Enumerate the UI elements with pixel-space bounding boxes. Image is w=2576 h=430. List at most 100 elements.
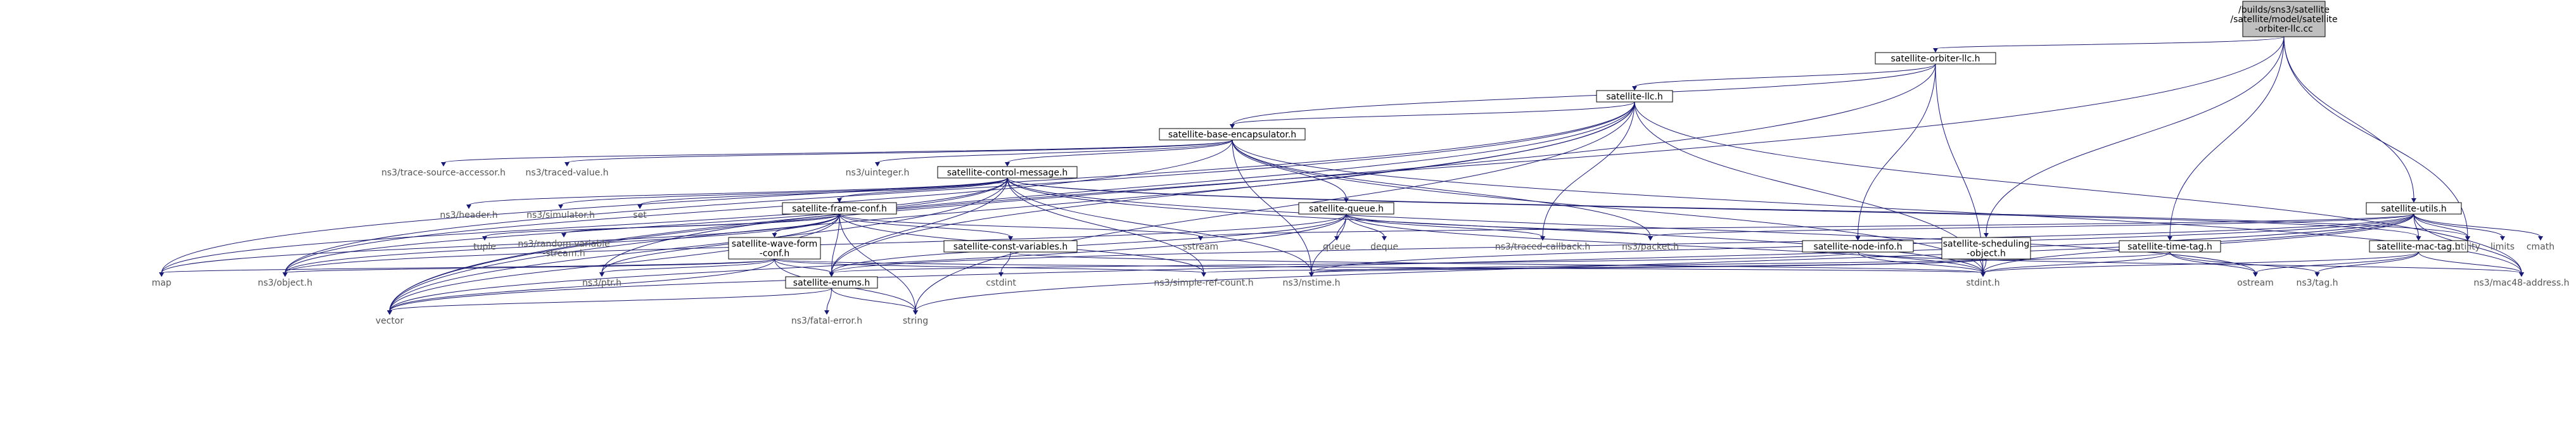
edge-arrowhead bbox=[1540, 236, 1545, 241]
edge-enums_h-to-string bbox=[831, 288, 916, 312]
edge-utils_h-to-limits bbox=[2413, 213, 2503, 237]
node-mac_tag_h[interactable]: satellite-mac-tag.h bbox=[2369, 240, 2468, 253]
edge-root-to-sched_obj_h bbox=[1986, 36, 2285, 234]
node-frame_conf_h[interactable]: satellite-frame-conf.h bbox=[782, 202, 897, 215]
edge-root-to-vector bbox=[389, 36, 2285, 312]
edge-orbiter_llc_h-to-vector bbox=[389, 63, 1936, 312]
edge-control_msg_h-to-stdint bbox=[1007, 177, 1984, 274]
node-label: ns3/packet.h bbox=[1622, 242, 1679, 252]
edge-queue_h-to-traced_cb bbox=[1346, 213, 1543, 237]
node-label: ostream bbox=[2237, 278, 2274, 288]
edge-orbiter_llc_h-to-node_info_h bbox=[1858, 63, 1936, 237]
node-packet: ns3/packet.h bbox=[1622, 242, 1679, 252]
node-cmath: cmath bbox=[2527, 242, 2554, 252]
edge-arrowhead bbox=[2253, 272, 2258, 277]
node-header: ns3/header.h bbox=[440, 210, 497, 220]
node-llc_h[interactable]: satellite-llc.h bbox=[1596, 90, 1673, 103]
edge-arrowhead bbox=[561, 233, 566, 237]
node-queue_h[interactable]: satellite-queue.h bbox=[1298, 202, 1394, 215]
node-label: satellite-scheduling bbox=[1943, 239, 2030, 250]
node-label: satellite-mac-tag.h bbox=[2376, 242, 2460, 252]
edge-frame_conf_h-to-const_vars_h bbox=[839, 213, 1011, 237]
node-label: satellite-llc.h bbox=[1606, 92, 1663, 102]
edge-arrowhead bbox=[1933, 48, 1938, 53]
node-label: satellite-time-tag.h bbox=[2127, 242, 2212, 252]
node-const_vars_h[interactable]: satellite-const-variables.h bbox=[943, 240, 1078, 253]
edge-arrowhead bbox=[2167, 236, 2172, 241]
edge-base_encap_h-to-packet bbox=[1232, 139, 1651, 237]
edge-utils_h-to-string bbox=[915, 213, 2414, 312]
node-wave_form_h[interactable]: satellite-wave-form-conf.h bbox=[728, 237, 821, 260]
node-label: satellite-control-message.h bbox=[947, 168, 1068, 178]
node-control_msg_h[interactable]: satellite-control-message.h bbox=[937, 166, 1078, 179]
node-label: sstream bbox=[1183, 242, 1218, 252]
node-label: satellite-base-encapsulator.h bbox=[1168, 130, 1296, 140]
edge-node_info_h-to-stdint bbox=[1858, 251, 1984, 274]
node-utility: utility bbox=[2455, 242, 2480, 252]
edge-control_msg_h-to-object bbox=[284, 177, 1008, 274]
node-queue: queue bbox=[1323, 242, 1351, 252]
edge-control_msg_h-to-set bbox=[639, 177, 1008, 206]
edge-orbiter_llc_h-to-llc_h bbox=[1634, 63, 1936, 87]
edge-utils_h-to-vector bbox=[389, 213, 2414, 312]
edge-arrowhead bbox=[2519, 272, 2524, 277]
edge-mac_tag_h-to-mac48 bbox=[2418, 251, 2522, 274]
node-label: map bbox=[151, 278, 171, 288]
node-box bbox=[943, 240, 1078, 253]
edge-frame_conf_h-to-enums_h bbox=[831, 213, 840, 274]
node-label: ns3/uinteger.h bbox=[846, 168, 910, 178]
edge-base_encap_h-to-nstime bbox=[1232, 139, 1312, 274]
edge-mac_tag_h-to-tag bbox=[2317, 251, 2419, 274]
node-base_encap_h[interactable]: satellite-base-encapsulator.h bbox=[1159, 128, 1306, 141]
edge-queue_h-to-deque bbox=[1346, 213, 1385, 237]
node-box bbox=[2369, 240, 2468, 253]
node-label: string bbox=[903, 316, 928, 326]
node-ostream: ostream bbox=[2237, 278, 2274, 288]
node-simulator: ns3/simulator.h bbox=[526, 210, 595, 220]
node-utils_h[interactable]: satellite-utils.h bbox=[2366, 202, 2462, 215]
edge-base_encap_h-to-stdint bbox=[1232, 139, 1984, 274]
edge-arrowhead bbox=[1230, 124, 1235, 129]
edge-llc_h-to-string bbox=[915, 101, 1635, 312]
node-label: queue bbox=[1323, 242, 1351, 252]
node-mac48: ns3/mac48-address.h bbox=[2474, 278, 2570, 288]
node-label: /builds/sns3/satellite bbox=[2238, 5, 2330, 15]
node-enums_h[interactable]: satellite-enums.h bbox=[785, 276, 878, 289]
edge-root-to-utility bbox=[2283, 36, 2468, 237]
edge-arrowhead bbox=[1984, 233, 1989, 237]
edge-frame_conf_h-to-sstream bbox=[839, 213, 1201, 237]
node-box bbox=[728, 237, 821, 260]
edge-control_msg_h-to-simple_ref bbox=[1007, 177, 1204, 274]
node-sched_obj_h[interactable]: satellite-scheduling-object.h bbox=[1941, 237, 2031, 260]
edge-base_encap_h-to-uinteger bbox=[877, 139, 1233, 163]
edge-arrowhead bbox=[2465, 236, 2470, 241]
edge-sched_obj_h-to-nstime bbox=[1311, 258, 1987, 274]
edge-root-to-utils_h bbox=[2283, 36, 2414, 199]
node-box bbox=[1875, 52, 1996, 65]
node-box bbox=[2119, 240, 2221, 253]
edge-arrowhead bbox=[1201, 272, 1206, 277]
edge-arrowhead bbox=[466, 205, 471, 209]
node-box bbox=[1298, 202, 1394, 215]
node-node_info_h[interactable]: satellite-node-info.h bbox=[1802, 240, 1914, 253]
node-time_tag_h[interactable]: satellite-time-tag.h bbox=[2119, 240, 2221, 253]
node-label: ns3/simple-ref-count.h bbox=[1154, 278, 1253, 288]
node-limits: limits bbox=[2490, 242, 2515, 252]
node-label: satellite-queue.h bbox=[1309, 204, 1384, 214]
edge-base_encap_h-to-control_msg_h bbox=[1007, 139, 1233, 163]
edge-time_tag_h-to-tag bbox=[2169, 251, 2318, 274]
node-tuple: tuple bbox=[473, 242, 496, 252]
node-orbiter_llc_h[interactable]: satellite-orbiter-llc.h bbox=[1875, 52, 1996, 65]
node-label: ns3/random-variable bbox=[518, 239, 609, 250]
edge-wave_form_h-to-object bbox=[284, 258, 775, 274]
edge-time_tag_h-to-nstime bbox=[1311, 251, 2171, 274]
edge-time_tag_h-to-ostream bbox=[2169, 251, 2256, 274]
edge-root-to-time_tag_h bbox=[2169, 36, 2285, 237]
node-ptr: ns3/ptr.h bbox=[582, 278, 622, 288]
edge-arrowhead bbox=[772, 233, 777, 237]
node-label: ns3/fatal-error.h bbox=[791, 316, 862, 326]
edge-arrowhead bbox=[387, 310, 392, 315]
edge-utils_h-to-utility bbox=[2413, 213, 2468, 237]
node-label: tuple bbox=[473, 242, 496, 252]
edge-arrowhead bbox=[564, 162, 570, 167]
